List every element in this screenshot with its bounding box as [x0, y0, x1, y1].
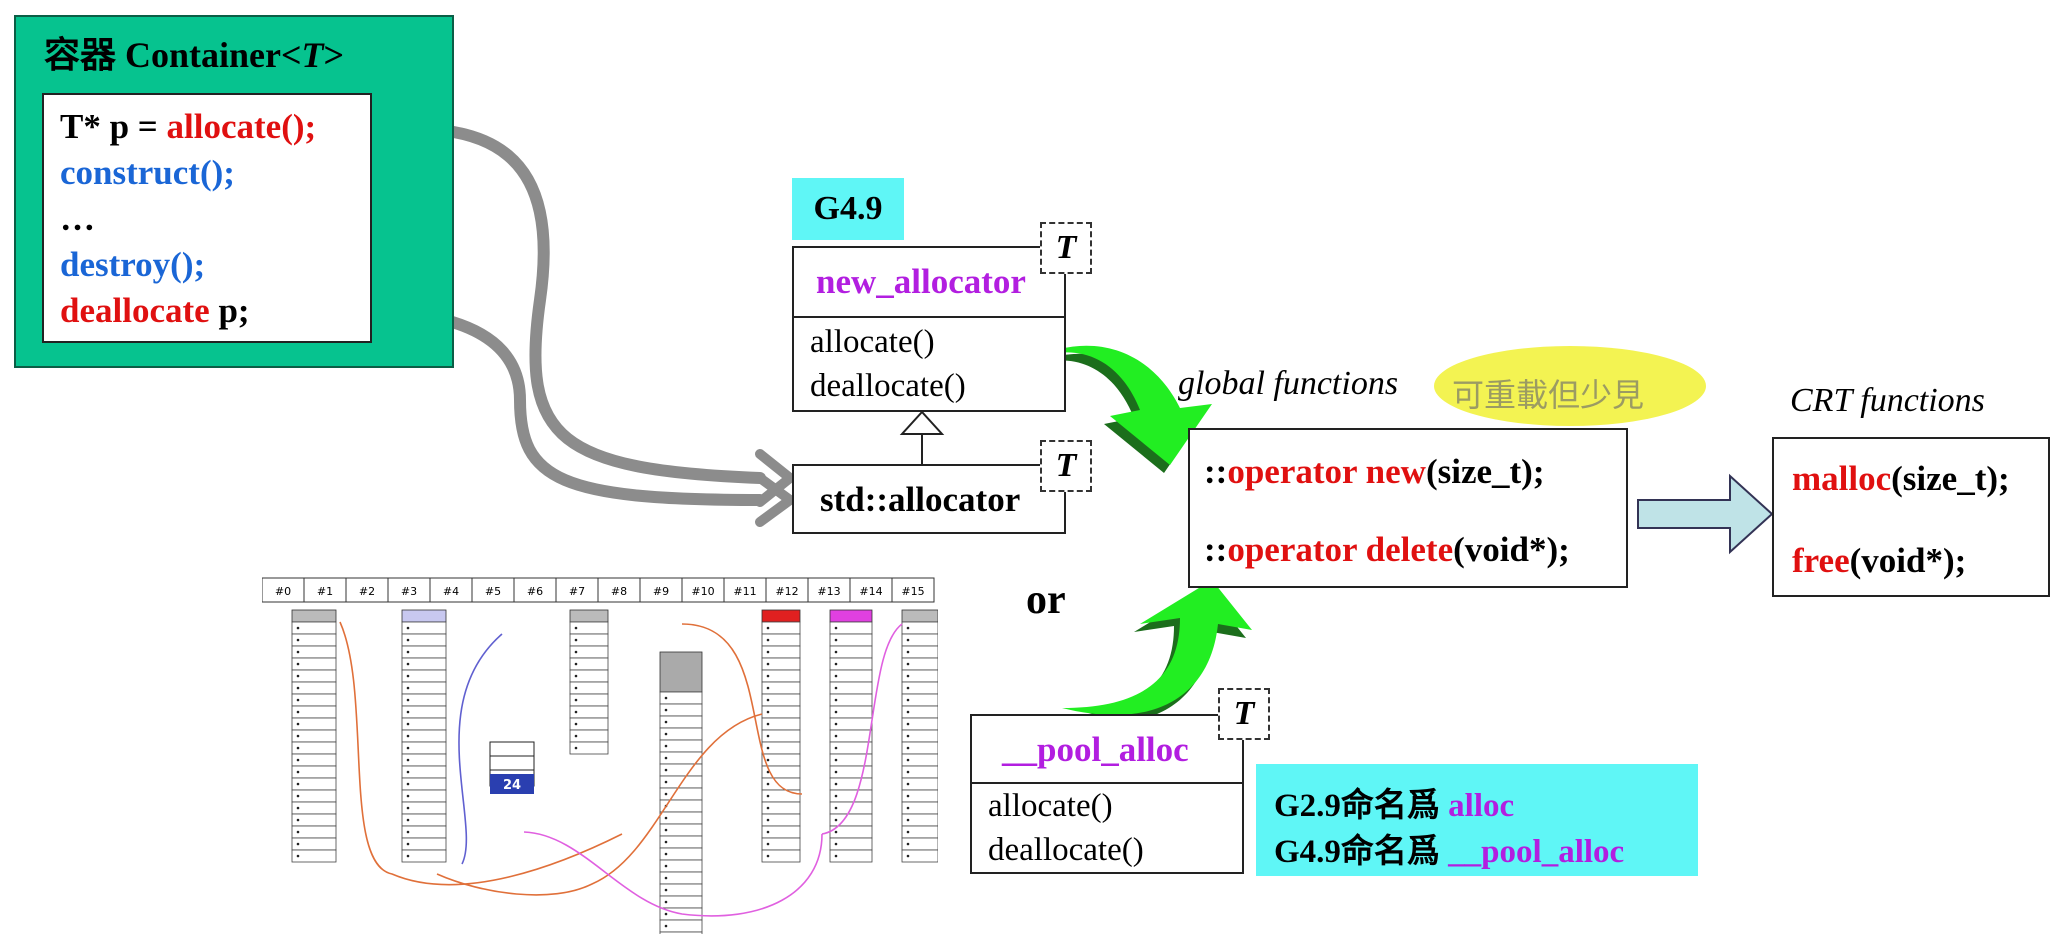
free-list-slot-label: #14: [859, 585, 882, 598]
naming-note: G2.9命名爲 alloc G4.9命名爲 __pool_alloc: [1256, 764, 1698, 876]
free-list-slot-label: #12: [775, 585, 798, 598]
pool-alloc-class: __pool_alloc allocate() deallocate(): [970, 714, 1244, 874]
free-list-slot-label: #0: [275, 585, 291, 598]
container-title-end: >: [323, 35, 345, 75]
container-title-text: Container<: [125, 35, 302, 75]
free-list-slot-label: #11: [733, 585, 756, 598]
free-list-slot-label: #10: [691, 585, 714, 598]
pool-alloc-method-deallocate: deallocate(): [988, 832, 1144, 868]
class-divider: [794, 316, 1064, 318]
free-list-slot: [723, 577, 767, 603]
code-line-construct: construct();: [60, 153, 235, 192]
free-list-slot-label: #7: [569, 585, 585, 598]
container-title-t: T: [301, 35, 324, 75]
free-list-slot-label: #13: [817, 585, 840, 598]
new-allocator-class: new_allocator allocate() deallocate(): [792, 246, 1066, 412]
green-arrow-bottom: [1056, 580, 1252, 724]
free-block-chain: [569, 609, 609, 755]
green-arrow-top: [1024, 345, 1212, 473]
code-line-destroy: destroy();: [60, 245, 206, 284]
inheritance-arrow: [899, 410, 945, 464]
free-list-slot-label: #15: [901, 585, 924, 598]
class-divider: [972, 782, 1242, 784]
code-line-allocate: T* p = allocate();: [60, 107, 317, 146]
overload-note: 可重載但少見: [1452, 376, 1645, 414]
block-arrow-right: [1637, 473, 1774, 555]
free-list-slot-label: #1: [317, 585, 333, 598]
global-functions-box: ::operator new(size_t); ::operator delet…: [1188, 428, 1628, 588]
free-list-slot-label: #8: [611, 585, 627, 598]
g49-label: G4.9: [792, 178, 904, 240]
new-allocator-template-param: T: [1040, 222, 1092, 274]
pool-alloc-method-allocate: allocate(): [988, 788, 1113, 824]
free-list-slot-label: #5: [485, 585, 501, 598]
free-block-chain: [761, 609, 801, 863]
crt-functions-box: malloc(size_t); free(void*);: [1772, 437, 2050, 597]
memory-block-24: 24: [489, 741, 535, 794]
free-list-slot: [345, 577, 389, 603]
free-list-array: #0 #1 #2 #3 #4 #5 #6 #7 #8 #9 #10 #11 #12 #13 #14 #15: [262, 577, 935, 603]
crt-functions-label: CRT functions: [1790, 382, 1985, 419]
container-title: 容器 Container<T>: [44, 26, 344, 78]
free-list-chains: [291, 609, 938, 934]
naming-line-g29: G2.9命名爲 alloc: [1274, 788, 1515, 824]
pool-alloc-template-param: T: [1218, 688, 1270, 740]
free-block-chain: [901, 609, 938, 863]
free-block-chain: [659, 651, 703, 934]
free-list-slot: [849, 577, 893, 603]
gray-arrowheads: [755, 449, 795, 527]
free-list-links: [339, 621, 903, 917]
global-functions-label: global functions: [1178, 365, 1399, 402]
free-list-slot: [765, 577, 809, 603]
free-list-slot: [555, 577, 599, 603]
operator-delete-line: ::operator delete(void*);: [1204, 530, 1570, 569]
free-line: free(void*);: [1792, 541, 1967, 580]
free-list-slot-label: #3: [401, 585, 417, 598]
free-list-slot: [303, 577, 347, 603]
free-list-slot-label: #2: [359, 585, 375, 598]
free-list-slot: [891, 577, 935, 603]
new-allocator-name: new_allocator: [816, 262, 1026, 301]
malloc-line: malloc(size_t);: [1792, 459, 2010, 498]
code-line-ellipsis: …: [60, 199, 95, 238]
overload-highlight: [1434, 346, 1706, 426]
free-list-slot: [262, 577, 305, 603]
free-list-slot: [597, 577, 641, 603]
free-list-slot: [429, 577, 473, 603]
free-list-slot: [639, 577, 683, 603]
or-label: or: [1026, 577, 1066, 623]
std-allocator-name: std::allocator: [820, 480, 1021, 519]
pool-free-list-figure: #0 #1 #2 #3 #4 #5 #6 #7 #8 #9 #10 #11 #12 #13 #14 #15 2…: [262, 577, 938, 934]
free-block-chain: [401, 609, 447, 863]
new-allocator-method-allocate: allocate(): [810, 324, 935, 360]
free-list-slot: [471, 577, 515, 603]
container-title-cjk: 容器: [44, 35, 117, 75]
std-allocator-template-param: T: [1040, 440, 1092, 492]
block-size-label: 24: [503, 778, 521, 793]
new-allocator-method-deallocate: deallocate(): [810, 368, 966, 404]
free-list-slot-label: #6: [527, 585, 543, 598]
pool-alloc-name: __pool_alloc: [1002, 730, 1189, 769]
operator-new-line: ::operator new(size_t);: [1204, 452, 1545, 491]
container-code-box: T* p = allocate(); construct(); … destro…: [42, 93, 372, 343]
free-list-slot: [387, 577, 431, 603]
free-list-slot-label: #9: [653, 585, 669, 598]
free-list-slot-label: #4: [443, 585, 459, 598]
std-allocator-class: std::allocator: [792, 464, 1066, 534]
code-line-deallocate: deallocate p;: [60, 291, 250, 330]
free-block-chain: [829, 609, 873, 863]
free-block-chain: [291, 609, 337, 863]
naming-line-g49: G4.9命名爲 __pool_alloc: [1274, 834, 1625, 870]
